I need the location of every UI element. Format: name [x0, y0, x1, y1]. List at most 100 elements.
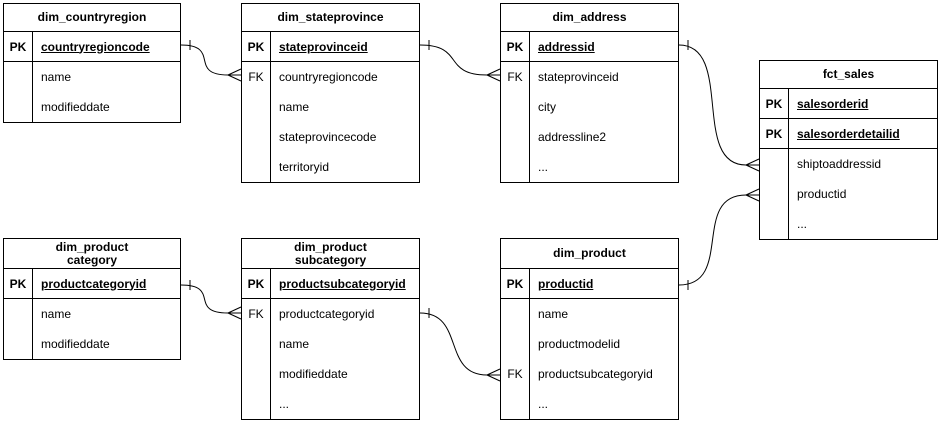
key-label — [760, 209, 789, 239]
field-name: productcategoryid — [279, 307, 375, 321]
key-label — [4, 62, 33, 92]
field-name: name — [41, 70, 72, 84]
many-marker — [745, 158, 760, 172]
table-row: ... — [501, 389, 678, 419]
field-name: ... — [279, 397, 290, 411]
relation-category-to-subcategory[interactable] — [180, 280, 242, 320]
table-row: modifieddate — [242, 359, 419, 389]
table-row: ... — [760, 209, 937, 239]
key-label — [4, 329, 33, 359]
table-row: ... — [242, 389, 419, 419]
key-label — [501, 299, 530, 329]
relation-countryregion-to-stateprovince[interactable] — [180, 40, 242, 82]
relation-line — [180, 44, 229, 76]
entity-title: dim_stateprovince — [242, 4, 419, 32]
relation-line — [180, 284, 229, 314]
many-marker — [745, 188, 760, 202]
field-name: salesorderid — [797, 96, 869, 111]
key-label: PK — [501, 32, 530, 61]
key-label: PK — [4, 32, 33, 61]
field-name: stateprovinceid — [279, 39, 368, 54]
key-label — [242, 329, 271, 359]
table-row: productid — [760, 179, 937, 209]
field-name: ... — [538, 160, 549, 174]
key-label: PK — [242, 32, 271, 61]
table-row: modifieddate — [4, 329, 180, 359]
table-row: name — [242, 92, 419, 122]
table-row: city — [501, 92, 678, 122]
many-marker — [227, 306, 242, 320]
table-row: FK productsubcategoryid — [501, 359, 678, 389]
relation-product-to-fctsales[interactable] — [678, 188, 760, 290]
relation-line — [419, 44, 488, 76]
field-name: territoryid — [279, 160, 330, 174]
many-marker — [486, 68, 501, 82]
table-row: name — [4, 62, 180, 92]
key-label — [760, 179, 789, 209]
key-label: FK — [242, 299, 271, 329]
field-name: productsubcategoryid — [538, 367, 653, 381]
field-name: shiptoaddressid — [797, 157, 882, 171]
entity-dim-product-category[interactable]: dim_product category PK productcategoryid… — [3, 238, 181, 360]
table-row: productmodelid — [501, 329, 678, 359]
key-label — [501, 92, 530, 122]
key-label — [242, 122, 271, 152]
field-name: stateprovinceid — [538, 70, 619, 84]
key-label: PK — [4, 269, 33, 298]
field-name: productid — [797, 187, 847, 201]
field-name: ... — [797, 217, 808, 231]
table-row: FK stateprovinceid — [501, 62, 678, 92]
table-row: stateprovincecode — [242, 122, 419, 152]
field-name: addressline2 — [538, 130, 607, 144]
field-name: salesorderdetailid — [797, 126, 900, 141]
key-label — [242, 359, 271, 389]
field-name: productcategoryid — [41, 276, 147, 291]
field-name: productsubcategoryid — [279, 276, 406, 291]
key-label — [242, 92, 271, 122]
relation-line — [678, 194, 747, 286]
field-name: stateprovincecode — [279, 130, 377, 144]
relation-address-to-fctsales[interactable] — [678, 40, 760, 172]
key-label: FK — [501, 359, 530, 389]
table-row: name — [4, 299, 180, 329]
field-name: name — [279, 337, 310, 351]
field-name: city — [538, 100, 556, 114]
key-label: FK — [501, 62, 530, 92]
key-label — [501, 122, 530, 152]
table-row: FK productcategoryid — [242, 299, 419, 329]
field-name: name — [279, 100, 310, 114]
relation-line — [678, 44, 747, 166]
relation-stateprovince-to-address[interactable] — [419, 40, 501, 82]
field-name: name — [538, 307, 569, 321]
table-row: PK addressid — [501, 32, 678, 62]
entity-title: dim_product category — [4, 239, 180, 269]
table-row: name — [501, 299, 678, 329]
field-name: countryregioncode — [279, 70, 378, 84]
field-name: name — [41, 307, 72, 321]
field-name: addressid — [538, 39, 595, 54]
field-name: modifieddate — [41, 100, 110, 114]
entity-title: dim_countryregion — [4, 4, 180, 32]
key-label — [242, 152, 271, 182]
key-label — [501, 389, 530, 419]
key-label — [242, 389, 271, 419]
table-row: PK productcategoryid — [4, 269, 180, 299]
relation-subcategory-to-product[interactable] — [419, 308, 501, 382]
